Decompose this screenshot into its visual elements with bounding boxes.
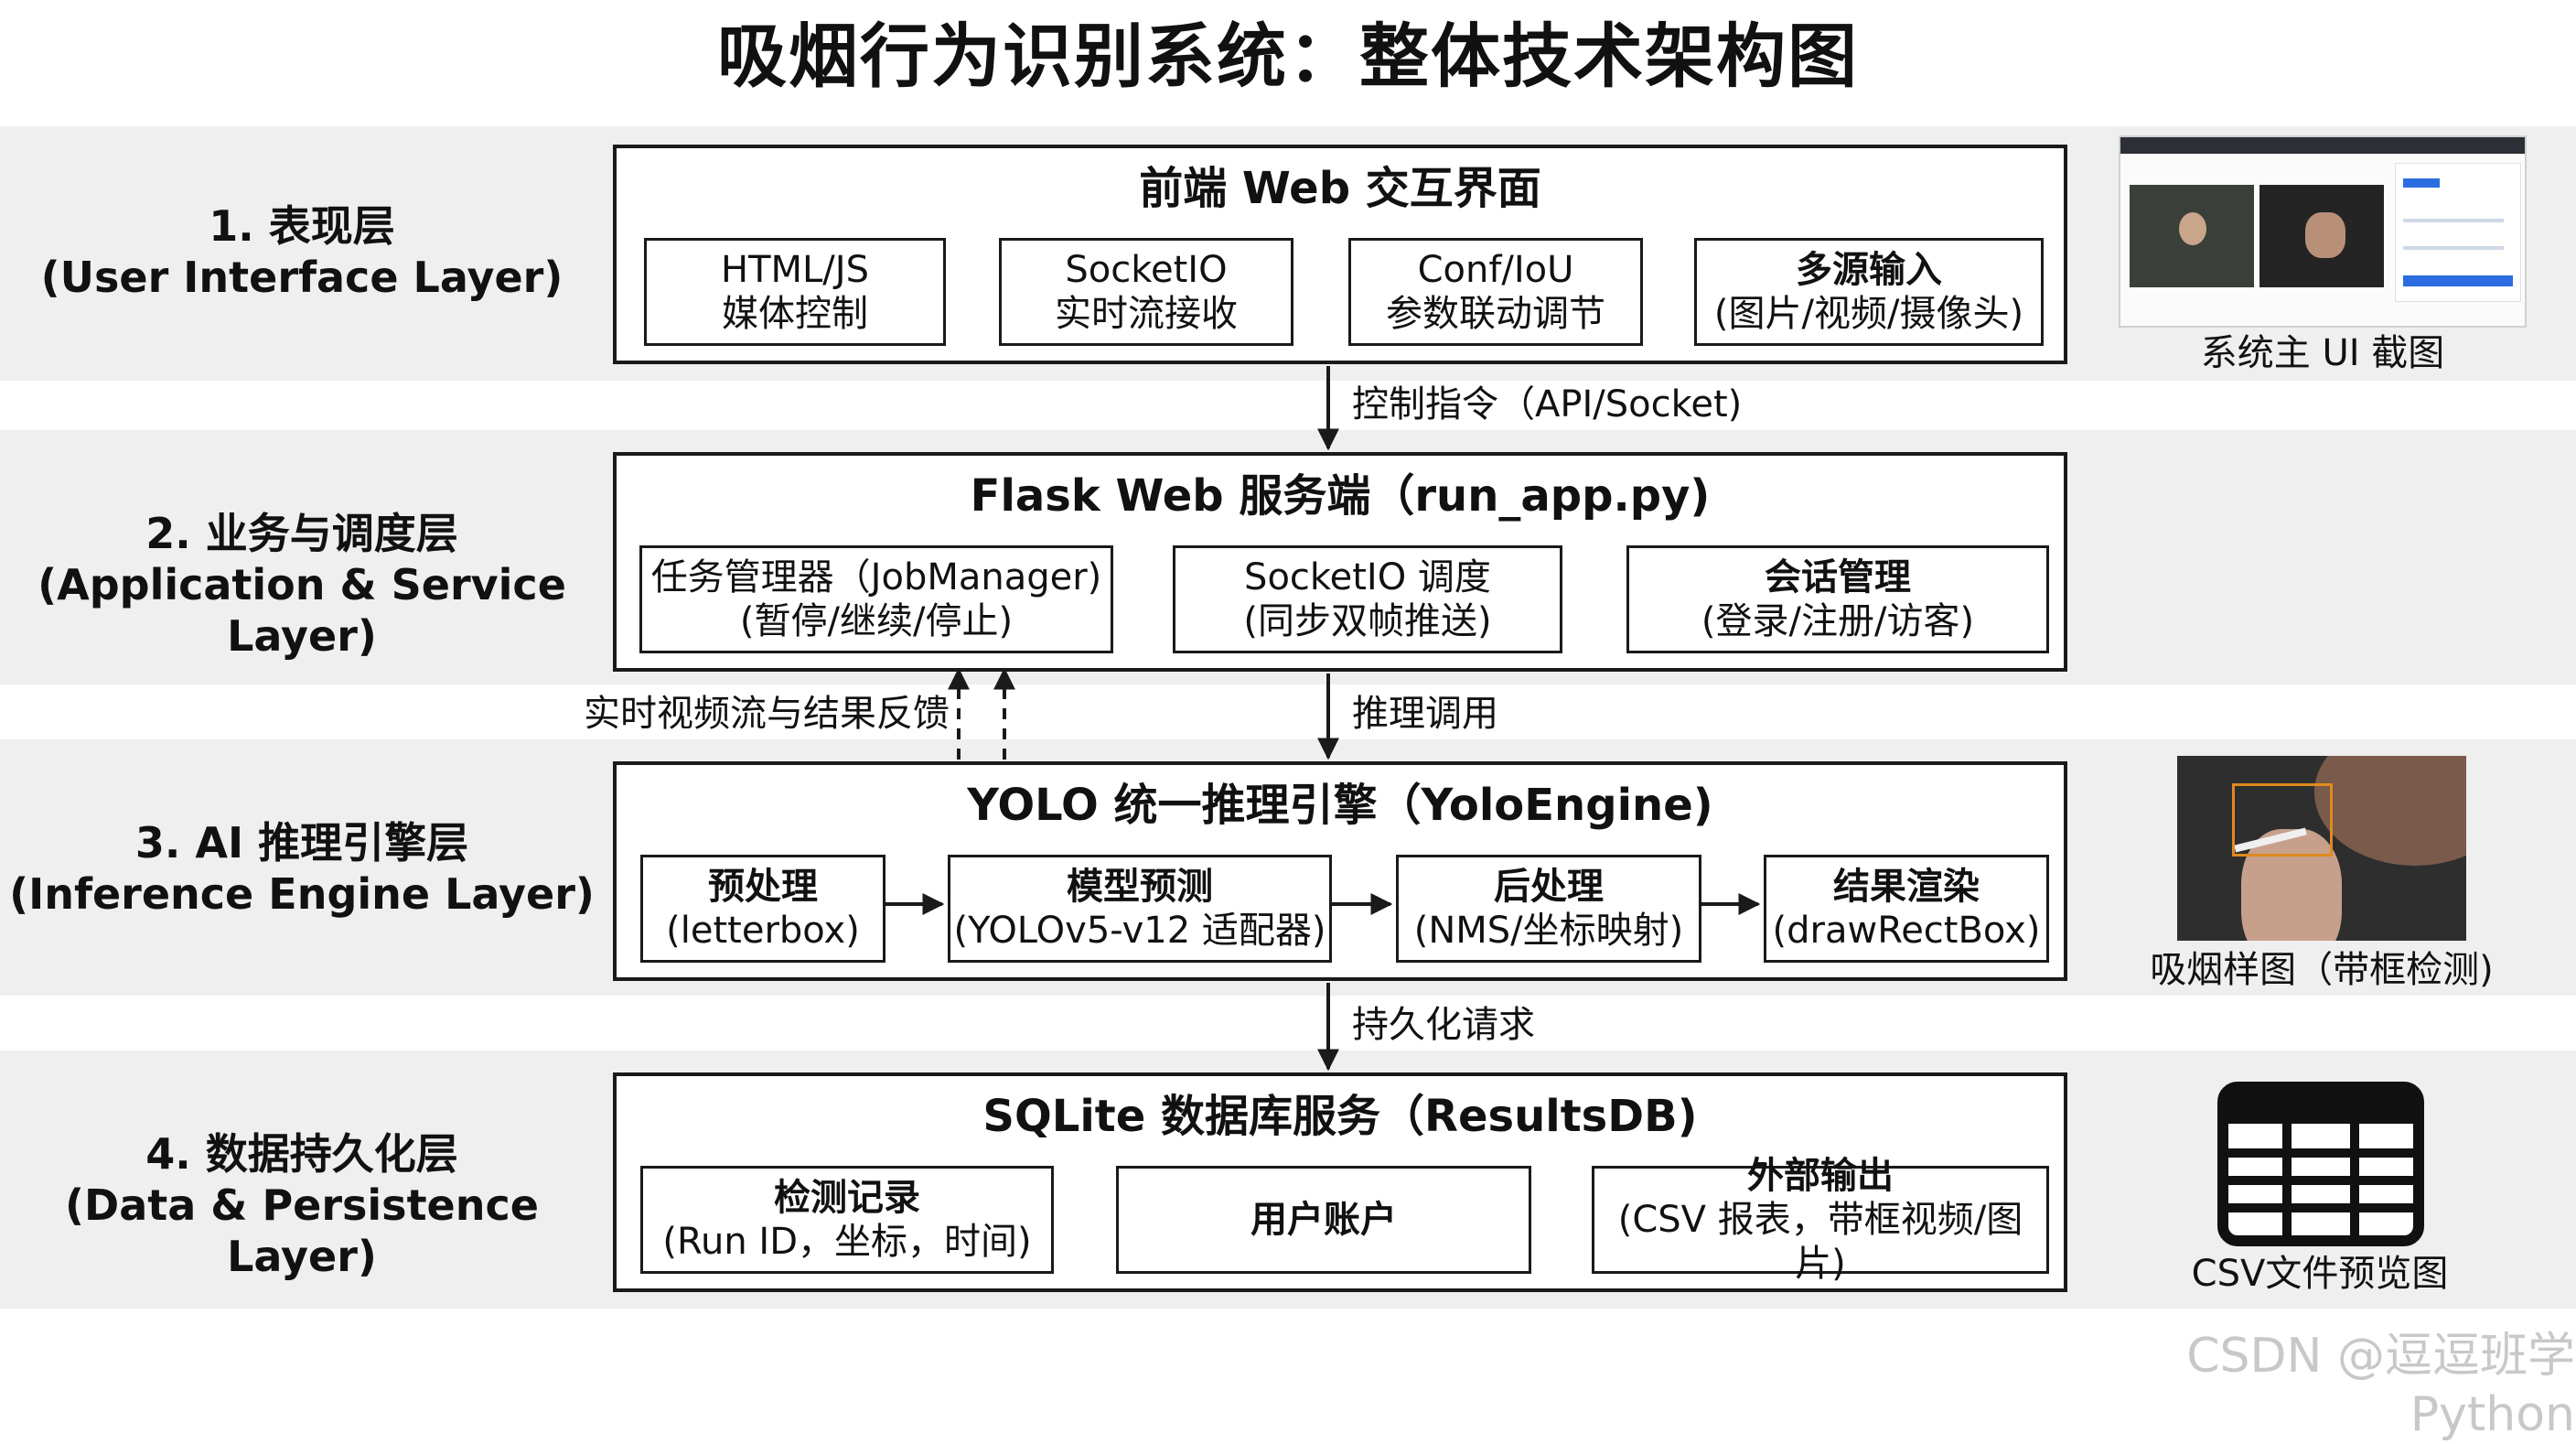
caption-smoking-sample: 吸烟样图（带框检测) xyxy=(2150,949,2494,991)
module-predict: 模型预测 (YOLOv5-v12 适配器) xyxy=(948,855,1332,963)
thumb-tab-active xyxy=(2403,178,2440,188)
layer-name: 1. 表现层 xyxy=(209,201,395,251)
layer-name: 2. 业务与调度层 xyxy=(145,509,458,558)
module-line2: (YOLOv5-v12 适配器) xyxy=(953,910,1326,952)
sample-hand-shape xyxy=(2241,829,2342,941)
layer-label-ui: 1. 表现层 (User Interface Layer) xyxy=(0,200,604,303)
panel-title: 前端 Web 交互界面 xyxy=(1139,163,1541,214)
module-postprocess: 后处理 (NMS/坐标映射) xyxy=(1396,855,1701,963)
module-socketio-dispatch: SocketIO 调度 (同步双帧推送) xyxy=(1173,545,1562,653)
thumb-hand-icon xyxy=(2305,212,2345,258)
module-multi-input: 多源输入 (图片/视频/摄像头) xyxy=(1694,238,2044,346)
layer-label-app: 2. 业务与调度层 (Application & Service Layer) xyxy=(0,508,604,662)
thumb-settings-panel xyxy=(2395,163,2521,302)
module-socketio-receive: SocketIO 实时流接收 xyxy=(999,238,1293,346)
module-line2: (letterbox) xyxy=(666,910,860,952)
panel-title: SQLite 数据库服务（ResultsDB) xyxy=(982,1091,1698,1142)
module-line1: 任务管理器（JobManager) xyxy=(650,556,1102,598)
module-line1: 结果渲染 xyxy=(1833,866,1980,908)
layer-name: 4. 数据持久化层 xyxy=(145,1129,458,1179)
thumb-video-left xyxy=(2130,185,2254,287)
ui-screenshot-thumbnail xyxy=(2119,135,2527,328)
connector-label-inference-call: 推理调用 xyxy=(1352,693,1498,735)
caption-ui-screenshot: 系统主 UI 截图 xyxy=(2200,332,2445,374)
layer-name-en: (Data & Persistence Layer) xyxy=(65,1180,539,1281)
smoking-sample-image xyxy=(2177,756,2466,941)
thumb-start-button xyxy=(2403,275,2513,286)
module-line2: 媒体控制 xyxy=(722,293,868,335)
detection-box xyxy=(2232,783,2333,857)
connector-label-feedback: 实时视频流与结果反馈 xyxy=(584,693,950,735)
module-html-js: HTML/JS 媒体控制 xyxy=(644,238,946,346)
ui-layer-panel: 前端 Web 交互界面 HTML/JS 媒体控制 SocketIO 实时流接收 … xyxy=(613,145,2067,364)
module-line2: (CSV 报表，带框视频/图片) xyxy=(1617,1199,2023,1285)
engine-layer-panel: YOLO 统一推理引擎（YoloEngine) 预处理 (letterbox) … xyxy=(613,761,2067,981)
module-line1: 后处理 xyxy=(1494,866,1604,908)
module-render: 结果渲染 (drawRectBox) xyxy=(1764,855,2049,963)
module-line2: (Run ID，坐标，时间) xyxy=(662,1221,1032,1263)
module-line1: 预处理 xyxy=(708,866,818,908)
module-external-output: 外部输出 (CSV 报表，带框视频/图片) xyxy=(1592,1155,2049,1285)
module-line1: 模型预测 xyxy=(1067,866,1213,908)
thumb-slider-2 xyxy=(2403,246,2504,250)
layer-name-en: (Application & Service Layer) xyxy=(38,560,566,661)
module-line2: (暂停/继续/停止) xyxy=(739,600,1014,642)
caption-csv-preview: CSV文件预览图 xyxy=(2191,1253,2449,1295)
module-line1: SocketIO xyxy=(1065,249,1228,291)
module-line1: SocketIO 调度 xyxy=(1244,556,1491,598)
layer-label-db: 4. 数据持久化层 (Data & Persistence Layer) xyxy=(0,1128,604,1282)
module-line1: 外部输出 xyxy=(1747,1155,1894,1197)
layer-name: 3. AI 推理引擎层 xyxy=(134,818,469,867)
thumb-slider xyxy=(2403,219,2504,222)
app-layer-panel: Flask Web 服务端（run_app.py) 任务管理器（JobManag… xyxy=(613,452,2067,672)
module-line2: 实时流接收 xyxy=(1055,293,1238,335)
module-line2: (同步双帧推送) xyxy=(1243,600,1492,642)
module-line1: 用户账户 xyxy=(1250,1199,1397,1241)
page-title: 吸烟行为识别系统：整体技术架构图 xyxy=(717,16,1859,97)
panel-title: YOLO 统一推理引擎（YoloEngine) xyxy=(967,780,1713,831)
watermark: CSDN @逗逗班学Python xyxy=(2186,1329,2575,1442)
module-conf-iou: Conf/IoU 参数联动调节 xyxy=(1348,238,1643,346)
connector-label-control: 控制指令（API/Socket) xyxy=(1352,383,1743,426)
module-line1: 检测记录 xyxy=(774,1177,920,1219)
module-line1: 会话管理 xyxy=(1765,556,1911,598)
module-line1: HTML/JS xyxy=(721,249,869,291)
thumb-person-icon xyxy=(2179,212,2206,245)
module-preprocess: 预处理 (letterbox) xyxy=(640,855,886,963)
connectors-overlay xyxy=(884,366,1761,1072)
layer-name-en: (User Interface Layer) xyxy=(40,253,564,302)
module-line1: 多源输入 xyxy=(1796,249,1942,291)
module-line2: (图片/视频/摄像头) xyxy=(1713,293,2024,335)
module-user-accounts: 用户账户 xyxy=(1116,1166,1531,1274)
module-line2: 参数联动调节 xyxy=(1386,293,1605,335)
panel-title: Flask Web 服务端（run_app.py) xyxy=(970,470,1711,522)
db-layer-panel: SQLite 数据库服务（ResultsDB) 检测记录 (Run ID，坐标，… xyxy=(613,1072,2067,1292)
module-line2: (NMS/坐标映射) xyxy=(1413,910,1684,952)
sample-face-shape xyxy=(2314,756,2466,866)
layer-label-engine: 3. AI 推理引擎层 (Inference Engine Layer) xyxy=(0,817,604,920)
thumb-header-bar xyxy=(2120,137,2525,154)
thumb-video-right xyxy=(2259,185,2384,287)
module-line1: Conf/IoU xyxy=(1417,249,1574,291)
connector-label-persist: 持久化请求 xyxy=(1352,1004,1535,1046)
module-job-manager: 任务管理器（JobManager) (暂停/继续/停止) xyxy=(639,545,1113,653)
csv-table-icon xyxy=(2217,1082,2424,1246)
module-line2: (drawRectBox) xyxy=(1772,910,2041,952)
module-detection-records: 检测记录 (Run ID，坐标，时间) xyxy=(640,1166,1054,1274)
module-line2: (登录/注册/访客) xyxy=(1701,600,1975,642)
layer-name-en: (Inference Engine Layer) xyxy=(9,869,595,919)
module-session: 会话管理 (登录/注册/访客) xyxy=(1626,545,2049,653)
